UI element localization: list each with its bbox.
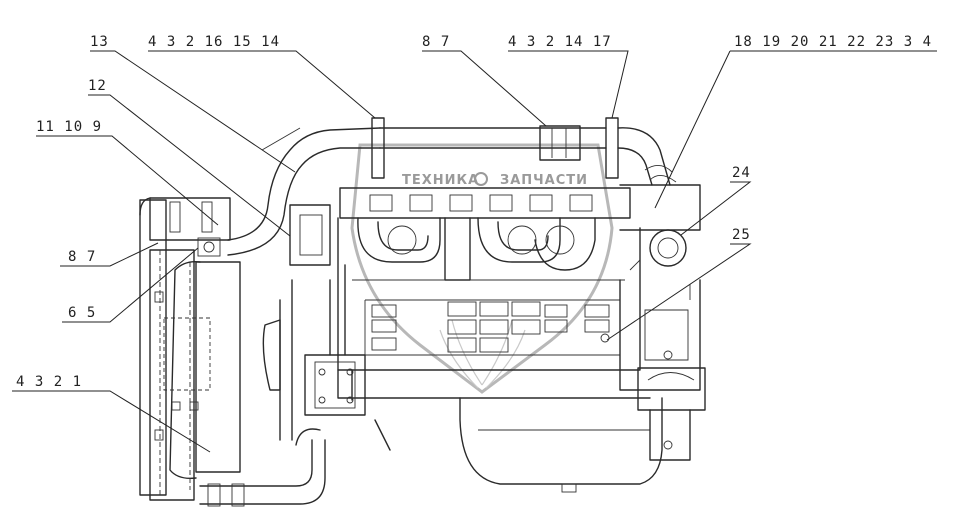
callout-4-3-2-16-15-14: 4 3 2 16 15 14: [148, 34, 280, 50]
leader-lines: [12, 50, 937, 453]
callout-8-7-left: 8 7: [68, 249, 96, 265]
watermark-left: ТЕХНИКА: [402, 173, 479, 188]
front-accessories: [197, 204, 366, 441]
callout-12: 12: [88, 78, 107, 94]
engine-block: [337, 187, 663, 493]
callout-8-7-top: 8 7: [422, 34, 450, 50]
radiator: [139, 197, 326, 507]
callout-11-10-9: 11 10 9: [36, 119, 102, 135]
intake-pipes: [227, 117, 671, 256]
callout-18-23-3-4: 18 19 20 21 22 23 3 4: [734, 34, 932, 50]
callout-24: 24: [732, 165, 751, 181]
turbocharger: [600, 165, 701, 343]
callout-6-5: 6 5: [68, 305, 96, 321]
callout-4-3-2-1: 4 3 2 1: [16, 374, 82, 390]
callout-4-3-2-14-17: 4 3 2 14 17: [508, 34, 612, 50]
callout-25: 25: [732, 227, 751, 243]
callout-labels: 13 12 11 10 9 4 3 2 16 15 14 8 7 4 3 2 1…: [16, 34, 932, 390]
gear-icon: [474, 172, 488, 186]
watermark-right: ЗАПЧАСТИ: [500, 173, 588, 188]
engine-mount: [619, 279, 706, 461]
callout-13: 13: [90, 34, 109, 50]
